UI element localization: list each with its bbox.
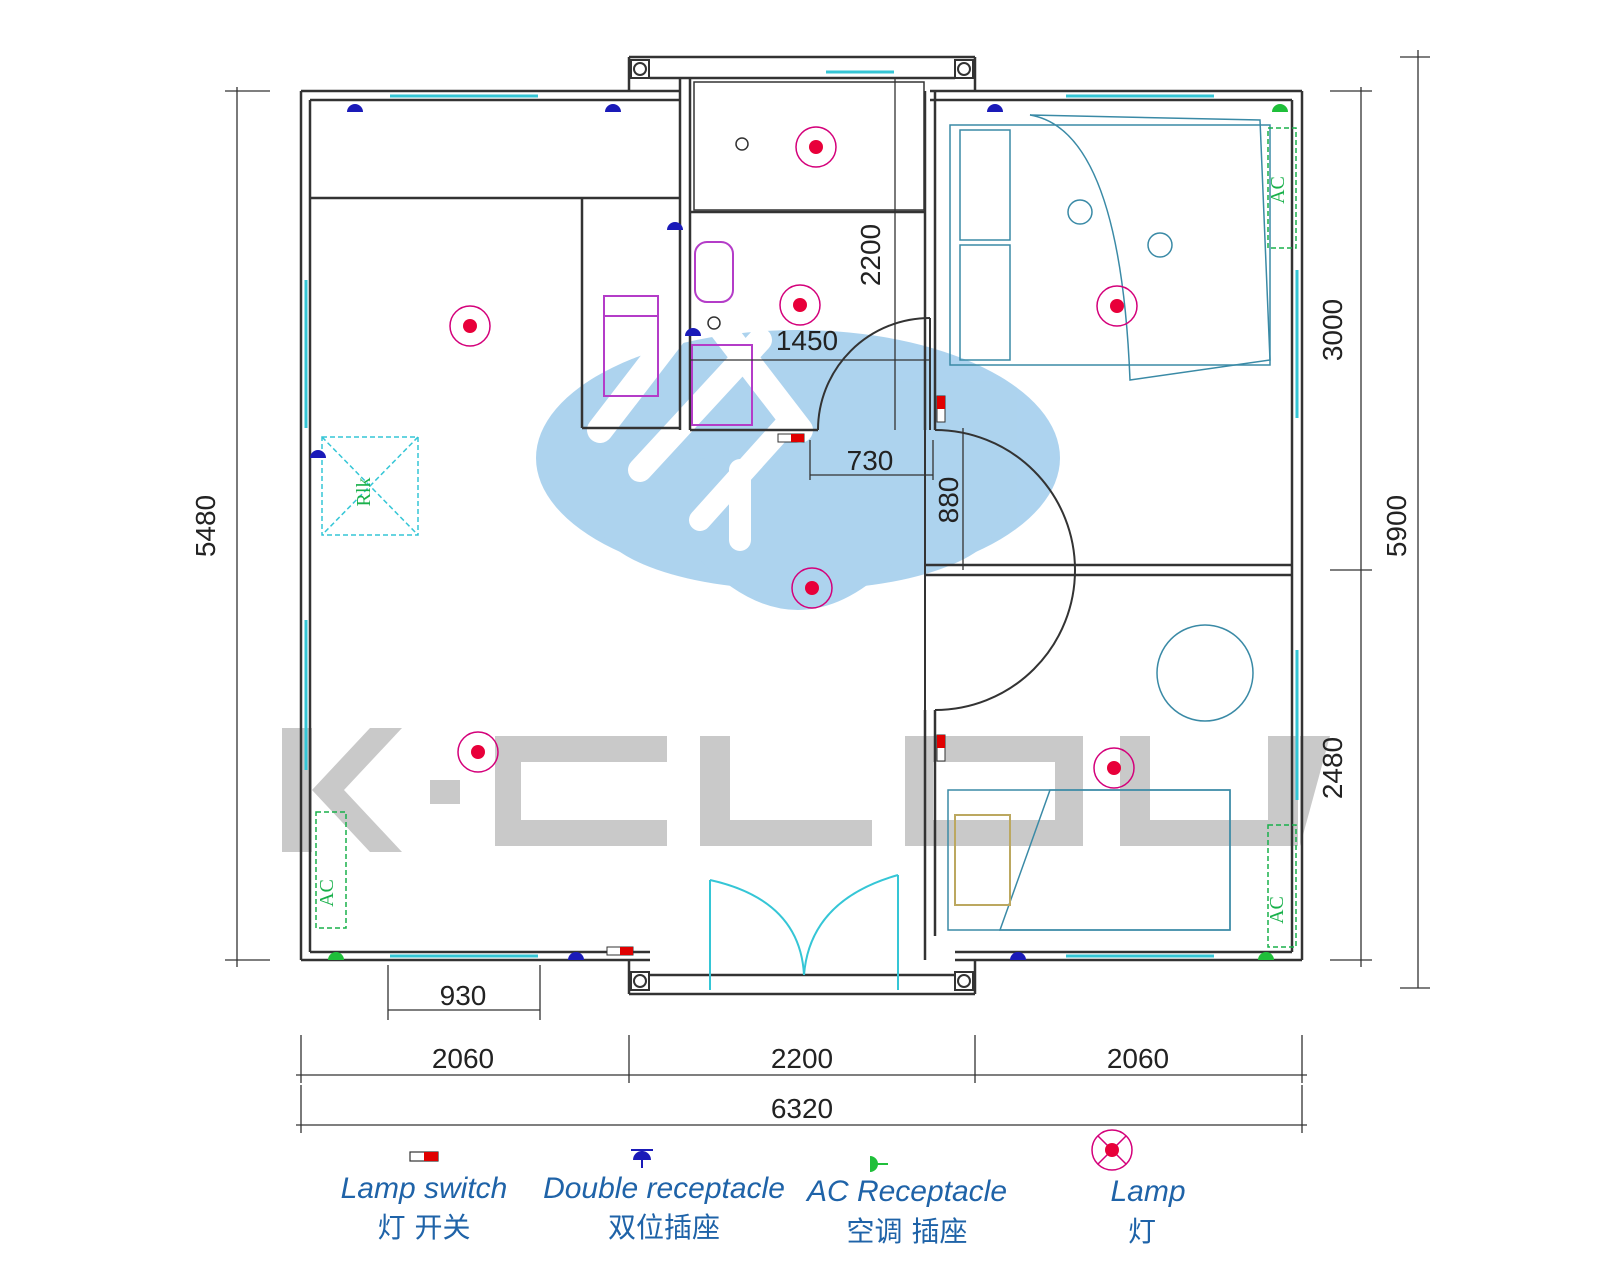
walls bbox=[299, 55, 1304, 996]
dim-total-width: 6320 bbox=[771, 1093, 833, 1124]
legend-ac-receptacle-en: AC Receptacle bbox=[805, 1175, 1007, 1208]
ac-label-1: AC bbox=[1267, 176, 1289, 204]
lamp-switch-icon bbox=[936, 395, 946, 423]
ac-receptacle-icon bbox=[870, 1156, 888, 1172]
columns bbox=[630, 59, 974, 991]
lamp-icon bbox=[457, 731, 499, 773]
dimension-lines bbox=[225, 50, 1430, 1133]
doors bbox=[817, 317, 1076, 711]
dim-right-lower: 2480 bbox=[1317, 737, 1348, 799]
shower bbox=[693, 81, 925, 330]
bed-main bbox=[949, 114, 1271, 381]
bed-second bbox=[947, 789, 1231, 931]
lamp-icon bbox=[791, 567, 833, 609]
lamp-icon bbox=[795, 126, 837, 168]
dim-bottom-left: 2060 bbox=[432, 1043, 494, 1074]
double-receptacle-icon bbox=[667, 222, 683, 230]
lamp-switch-icon bbox=[936, 734, 946, 762]
dim-bath-width: 1450 bbox=[776, 325, 838, 356]
ac-receptacle-icon bbox=[328, 952, 344, 960]
double-receptacle-icon bbox=[347, 104, 363, 112]
legend-double-receptacle-en: Double receptacle bbox=[543, 1172, 785, 1205]
windows bbox=[304, 70, 1299, 958]
double-receptacle-icon bbox=[1010, 952, 1026, 960]
double-receptacle-icon bbox=[631, 1149, 653, 1168]
bath-fixtures bbox=[603, 241, 753, 426]
dim-window: 930 bbox=[440, 980, 487, 1011]
lamp-icon bbox=[1096, 285, 1138, 327]
dim-right-upper: 3000 bbox=[1317, 299, 1348, 361]
lamp-icon bbox=[1093, 747, 1135, 789]
lamp-switch-icon bbox=[606, 946, 634, 956]
rug bbox=[1156, 624, 1254, 722]
lamp-switch-icon bbox=[777, 433, 805, 443]
ac-receptacle-icon bbox=[1258, 952, 1274, 960]
lamp-switches bbox=[606, 395, 946, 956]
double-receptacle-icon bbox=[605, 104, 621, 112]
legend-lamp-zh: 灯 bbox=[1128, 1215, 1156, 1248]
dim-door-width: 730 bbox=[847, 445, 894, 476]
fridge bbox=[321, 436, 419, 536]
lamp-switch-icon bbox=[409, 1151, 439, 1162]
legend-ac-receptacle-zh: 空调 插座 bbox=[847, 1215, 968, 1248]
entry-door bbox=[709, 874, 899, 990]
ac-label-2: AC bbox=[316, 879, 338, 907]
ac-receptacle-icon bbox=[1272, 104, 1288, 112]
legend: Lamp switch 灯 开关 Double receptacle 双位插座 … bbox=[341, 1129, 1186, 1248]
dim-bottom-middle: 2200 bbox=[771, 1043, 833, 1074]
legend-lamp-switch-en: Lamp switch bbox=[341, 1172, 508, 1205]
lamp-icon bbox=[1091, 1129, 1133, 1171]
receptacles bbox=[310, 104, 1026, 960]
double-receptacle-icon bbox=[685, 328, 701, 336]
double-receptacle-icon bbox=[310, 450, 326, 458]
ac-receptacles bbox=[328, 104, 1288, 960]
dim-right-total: 5900 bbox=[1381, 495, 1412, 557]
legend-lamp-en: Lamp bbox=[1110, 1175, 1185, 1208]
ac-units bbox=[315, 127, 1297, 948]
lamp-icon bbox=[779, 284, 821, 326]
dim-bottom-right: 2060 bbox=[1107, 1043, 1169, 1074]
lamp-icon bbox=[449, 305, 491, 347]
double-receptacle-icon bbox=[568, 952, 584, 960]
fridge-label: Rlk bbox=[353, 478, 375, 507]
double-receptacle-icon bbox=[987, 104, 1003, 112]
legend-double-receptacle-zh: 双位插座 bbox=[608, 1211, 720, 1244]
dim-bath-height: 2200 bbox=[855, 224, 886, 286]
ac-label-3: AC bbox=[1266, 896, 1288, 924]
lamps bbox=[449, 126, 1138, 789]
legend-lamp-switch-zh: 灯 开关 bbox=[378, 1211, 471, 1244]
dim-corridor: 880 bbox=[933, 477, 964, 524]
dim-left-height: 5480 bbox=[190, 495, 221, 557]
